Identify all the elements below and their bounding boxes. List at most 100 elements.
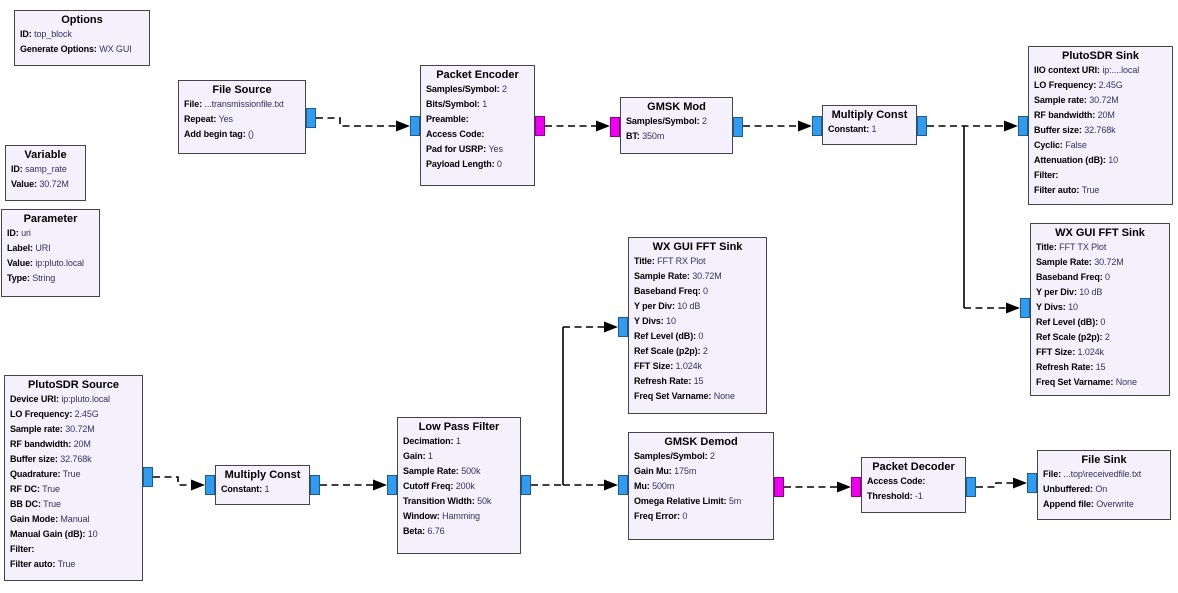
packet-encoder-output-port[interactable] bbox=[535, 116, 545, 136]
param-value: 30.72M bbox=[1089, 95, 1119, 105]
plutosdr-sink-input-port[interactable] bbox=[1018, 116, 1028, 136]
gmsk-demod-input-port[interactable] bbox=[618, 475, 628, 495]
packet-decoder-input-port[interactable] bbox=[851, 477, 861, 497]
param-value: 6.76 bbox=[427, 526, 445, 536]
param-value: uri bbox=[21, 228, 31, 238]
file-sink-input-port[interactable] bbox=[1027, 473, 1037, 493]
connection-wire[interactable] bbox=[976, 482, 1013, 488]
param-label: Gain Mu: bbox=[634, 466, 672, 476]
plutosdr-source-output-port[interactable] bbox=[143, 467, 153, 487]
param-value: ...transmissionfile.txt bbox=[204, 99, 284, 109]
param-label: Sample Rate: bbox=[403, 466, 459, 476]
param-label: BT: bbox=[626, 131, 640, 141]
param-line: LO Frequency: 2.45G bbox=[1034, 78, 1167, 93]
param-value: 2 bbox=[709, 451, 715, 461]
param-label: Filter auto: bbox=[1034, 185, 1080, 195]
param-label: Freq Error: bbox=[634, 511, 680, 521]
param-value: 2.45G bbox=[1098, 80, 1123, 90]
file-source-output-port[interactable] bbox=[306, 108, 316, 128]
param-line: Preamble: bbox=[426, 112, 529, 127]
param-value: Hamming bbox=[442, 511, 480, 521]
low-pass-filter-output-port[interactable] bbox=[521, 475, 531, 495]
param-label: Sample Rate: bbox=[634, 271, 690, 281]
block-title: Packet Encoder bbox=[436, 69, 519, 81]
param-value: 30.72M bbox=[39, 179, 69, 189]
param-value: 1 bbox=[427, 451, 433, 461]
param-value: On bbox=[1095, 484, 1108, 494]
param-label: Baseband Freq: bbox=[1036, 272, 1103, 282]
param-line: FFT Size: 1.024k bbox=[634, 359, 761, 374]
param-line: Threshold: -1 bbox=[867, 489, 960, 504]
param-line: Refresh Rate: 15 bbox=[634, 374, 761, 389]
param-line: Sample rate: 30.72M bbox=[1034, 93, 1167, 108]
packet-decoder-output-port[interactable] bbox=[966, 477, 976, 497]
param-value: 0 bbox=[698, 331, 704, 341]
connection-wire[interactable] bbox=[316, 117, 396, 127]
gmsk-mod-output-port[interactable] bbox=[733, 117, 743, 137]
param-value: FFT TX Plot bbox=[1059, 242, 1107, 252]
param-value: 1 bbox=[482, 99, 488, 109]
wire-arrowhead-icon bbox=[837, 481, 851, 493]
param-value: 15 bbox=[1095, 362, 1106, 372]
param-label: LO Frequency: bbox=[1034, 80, 1097, 90]
param-label: Quadrature: bbox=[10, 469, 61, 479]
block-title: Packet Decoder bbox=[872, 461, 955, 473]
packet-encoder-input-port[interactable] bbox=[410, 116, 420, 136]
param-label: Bits/Symbol: bbox=[426, 99, 480, 109]
param-value: None bbox=[1115, 377, 1137, 387]
param-line: Access Code: bbox=[867, 474, 960, 489]
param-value: 0 bbox=[703, 286, 708, 296]
fft-sink-tx-input-port[interactable] bbox=[1020, 298, 1030, 318]
param-label: FFT Size: bbox=[1036, 347, 1076, 357]
param-line: LO Frequency: 2.45G bbox=[10, 407, 137, 422]
param-label: Refresh Rate: bbox=[1036, 362, 1094, 372]
param-label: BB DC: bbox=[10, 499, 41, 509]
gmsk-demod-output-port[interactable] bbox=[774, 477, 784, 497]
multiply-const-tx-output-port[interactable] bbox=[917, 116, 927, 136]
multiply-const-rx-input-port[interactable] bbox=[205, 475, 215, 495]
param-value: 1 bbox=[871, 124, 877, 134]
param-line: Generate Options: WX GUI bbox=[20, 42, 144, 57]
fft-sink-rx-input-port[interactable] bbox=[618, 317, 628, 337]
param-line: Y Divs: 10 bbox=[1036, 300, 1164, 315]
param-label: Ref Level (dB): bbox=[634, 331, 697, 341]
param-line: Ref Level (dB): 0 bbox=[1036, 315, 1164, 330]
param-line: Decimation: 1 bbox=[403, 434, 515, 449]
param-line: Append file: Overwrite bbox=[1043, 497, 1165, 512]
connection-wire[interactable] bbox=[153, 476, 191, 486]
param-line: Ref Scale (p2p): 2 bbox=[634, 344, 761, 359]
multiply-const-rx-output-port[interactable] bbox=[310, 475, 320, 495]
param-value: True bbox=[42, 484, 60, 494]
param-line: IIO context URI: ip:....local bbox=[1034, 63, 1167, 78]
param-label: RF DC: bbox=[10, 484, 40, 494]
param-value: True bbox=[1081, 185, 1100, 195]
param-label: Transition Width: bbox=[403, 496, 475, 506]
param-label: Constant: bbox=[828, 124, 870, 134]
param-label: ID: bbox=[11, 164, 23, 174]
param-value: 1 bbox=[264, 484, 270, 494]
param-value: Manual bbox=[60, 514, 90, 524]
param-value: 1.024k bbox=[675, 361, 703, 371]
multiply-const-tx-input-port[interactable] bbox=[812, 116, 822, 136]
param-line: Y per Div: 10 dB bbox=[634, 299, 761, 314]
gmsk-mod-input-port[interactable] bbox=[610, 117, 620, 137]
low-pass-filter-input-port[interactable] bbox=[387, 475, 397, 495]
wire-arrowhead-icon bbox=[798, 120, 812, 132]
